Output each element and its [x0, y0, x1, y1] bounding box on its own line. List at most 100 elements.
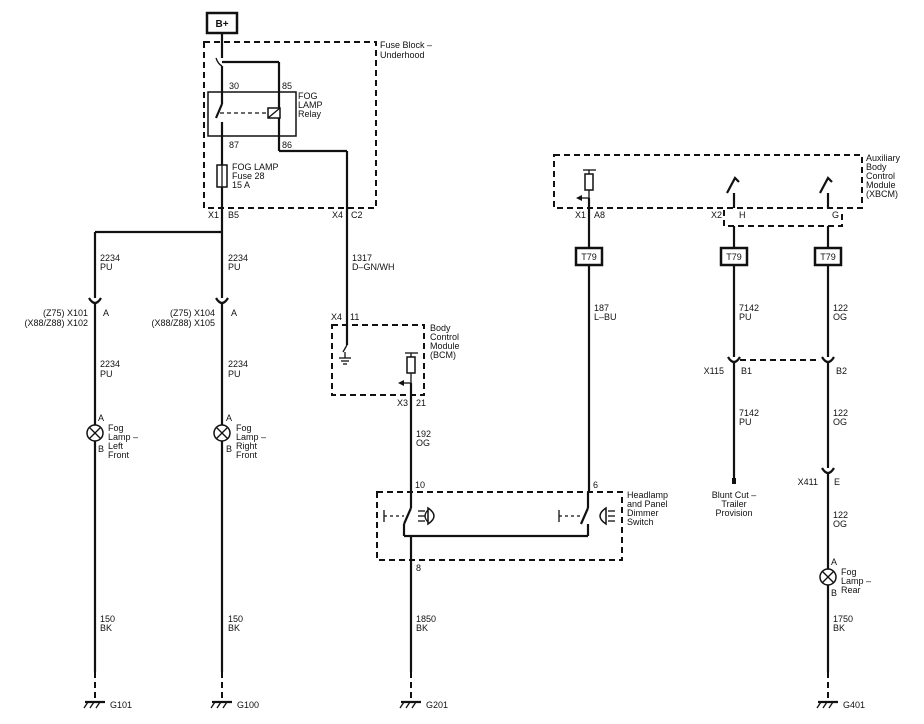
- bcm-label-4: (BCM): [430, 350, 456, 360]
- wire-7-color: BK: [228, 623, 240, 633]
- wire-16-number: 1750: [833, 614, 853, 624]
- connector-x115-b1-icon: [727, 356, 741, 364]
- left-lamp-a: A: [98, 413, 104, 423]
- bcm-x4: X4: [331, 312, 342, 322]
- xbcm-a8: A8: [594, 210, 605, 220]
- relay-pin-87: 87: [229, 140, 239, 150]
- conn-x101: (Z75) X101: [43, 308, 88, 318]
- ground-g101-icon: [83, 700, 105, 709]
- xbcm-output-driver-icon: [576, 169, 596, 201]
- rear-lamp-l3: Rear: [841, 585, 861, 595]
- ground-g401: G401: [843, 700, 865, 710]
- conn-x105: (X88/Z88) X105: [151, 318, 215, 328]
- relay-pin-85: 85: [282, 81, 292, 91]
- tag-t79-1-label: T79: [581, 252, 597, 262]
- xbcm-h-circuit: T79 7142 PU X115 B1 7142 PU Blunt Cut – …: [704, 226, 820, 518]
- xbcm-g: G: [832, 210, 839, 220]
- ground-g201-icon: [399, 700, 421, 709]
- wire-15-number: 122: [833, 510, 848, 520]
- wire-7-number: 150: [228, 614, 243, 624]
- wire-5-number: 1317: [352, 253, 372, 263]
- xbcm-h: H: [739, 210, 746, 220]
- wire-10-number: 187: [594, 303, 609, 313]
- switch-pin-8: 8: [416, 563, 421, 573]
- wire-6-color: BK: [100, 623, 112, 633]
- conn-x115: X115: [704, 366, 724, 376]
- conn-x102: (X88/Z88) X102: [24, 318, 88, 328]
- bcm-output-driver-icon: [398, 352, 418, 386]
- xbcm-x2: X2: [711, 210, 722, 220]
- ground-g100: G100: [237, 700, 259, 710]
- wire-2-color: PU: [228, 262, 241, 272]
- fuse-block: Fuse Block – Underhood 30 85 87 86 FOG L…: [203, 40, 432, 220]
- xbcm-label-3: Control: [866, 171, 895, 181]
- fuse-label-3: 15 A: [232, 180, 250, 190]
- conn-x115-b1: B1: [741, 366, 752, 376]
- wire-3-number: 2234: [100, 359, 120, 369]
- xbcm-label-5: (XBCM): [866, 189, 898, 199]
- conn-x411-pin: E: [834, 477, 840, 487]
- conn-x411: X411: [798, 477, 818, 487]
- conn-b5: B5: [228, 210, 239, 220]
- bcm-label-3: Module: [430, 341, 460, 351]
- conn-x115-b2: B2: [836, 366, 847, 376]
- bplus-terminal: B+: [205, 11, 239, 42]
- headlamp-dimmer-switch: 10 6 Headlamp and Panel Dimmer Switch: [376, 480, 668, 573]
- right-fog-circuit: 2234 PU (Z75) X104 (X88/Z88) X105 A 2234…: [151, 232, 266, 710]
- relay-label-3: Relay: [298, 109, 322, 119]
- wire-8-color: OG: [416, 438, 430, 448]
- xbcm-a8-circuit: T79 187 L–BU: [574, 208, 617, 492]
- wire-6-number: 150: [100, 614, 115, 624]
- right-lamp-l1: Fog: [236, 423, 252, 433]
- xbcm-input-h-icon: [726, 176, 740, 194]
- relay-pin-30: 30: [229, 81, 239, 91]
- bcm-label-2: Control: [430, 332, 459, 342]
- relay-label-1: FOG: [298, 91, 318, 101]
- wire-12-color: PU: [739, 417, 752, 427]
- xbcm-x1: X1: [575, 210, 586, 220]
- blunt-cut-label-2: Trailer: [721, 499, 746, 509]
- switch-label-3: Dimmer: [627, 508, 659, 518]
- bcm-pin-21: 21: [416, 398, 426, 408]
- conn-x1: X1: [208, 210, 219, 220]
- right-lamp-l3: Right: [236, 441, 258, 451]
- switch-pin-10: 10: [415, 480, 425, 490]
- xbcm-label-4: Module: [866, 180, 896, 190]
- fog-lamp-rear-symbol-icon: [599, 506, 615, 526]
- wire-15-color: OG: [833, 519, 847, 529]
- wire-9-color: BK: [416, 623, 428, 633]
- wire-1-number: 2234: [100, 253, 120, 263]
- left-lamp-l3: Left: [108, 441, 124, 451]
- xbcm-input-g-icon: [819, 176, 833, 194]
- wire-1-color: PU: [100, 262, 113, 272]
- tag-t79-2-label: T79: [726, 252, 742, 262]
- wire-14-color: OG: [833, 417, 847, 427]
- bcm-x3: X3: [397, 398, 408, 408]
- wire-3-color: PU: [100, 369, 113, 379]
- wire-11-number: 7142: [739, 303, 759, 313]
- left-lamp-l4: Front: [108, 450, 130, 460]
- fuse-block-title-1: Fuse Block –: [380, 40, 432, 50]
- blunt-cut-label-3: Provision: [715, 508, 752, 518]
- bcm-module: 1317 D–GN/WH X4 11 Body Control Module (…: [331, 208, 460, 408]
- switch-label-4: Switch: [627, 517, 654, 527]
- switch-label-1: Headlamp: [627, 490, 668, 500]
- left-lamp-l2: Lamp –: [108, 432, 138, 442]
- wire-9-number: 1850: [416, 614, 436, 624]
- wire-4-number: 2234: [228, 359, 248, 369]
- ground-g101: G101: [110, 700, 132, 710]
- connector-x115-b2-icon: [821, 356, 835, 364]
- switch-ground-circuit: 1850 BK G201: [399, 560, 448, 710]
- conn-x4: X4: [332, 210, 343, 220]
- relay-pin-86: 86: [282, 140, 292, 150]
- rear-lamp-b: B: [831, 588, 837, 598]
- conn-x104: (Z75) X104: [170, 308, 215, 318]
- ground-g201: G201: [426, 700, 448, 710]
- right-lamp-l4: Front: [236, 450, 258, 460]
- xbcm-label-1: Auxiliary: [866, 153, 901, 163]
- rear-lamp-l1: Fog: [841, 567, 857, 577]
- bcm-to-switch-wire: 192 OG: [409, 395, 431, 492]
- wire-10-color: L–BU: [594, 312, 617, 322]
